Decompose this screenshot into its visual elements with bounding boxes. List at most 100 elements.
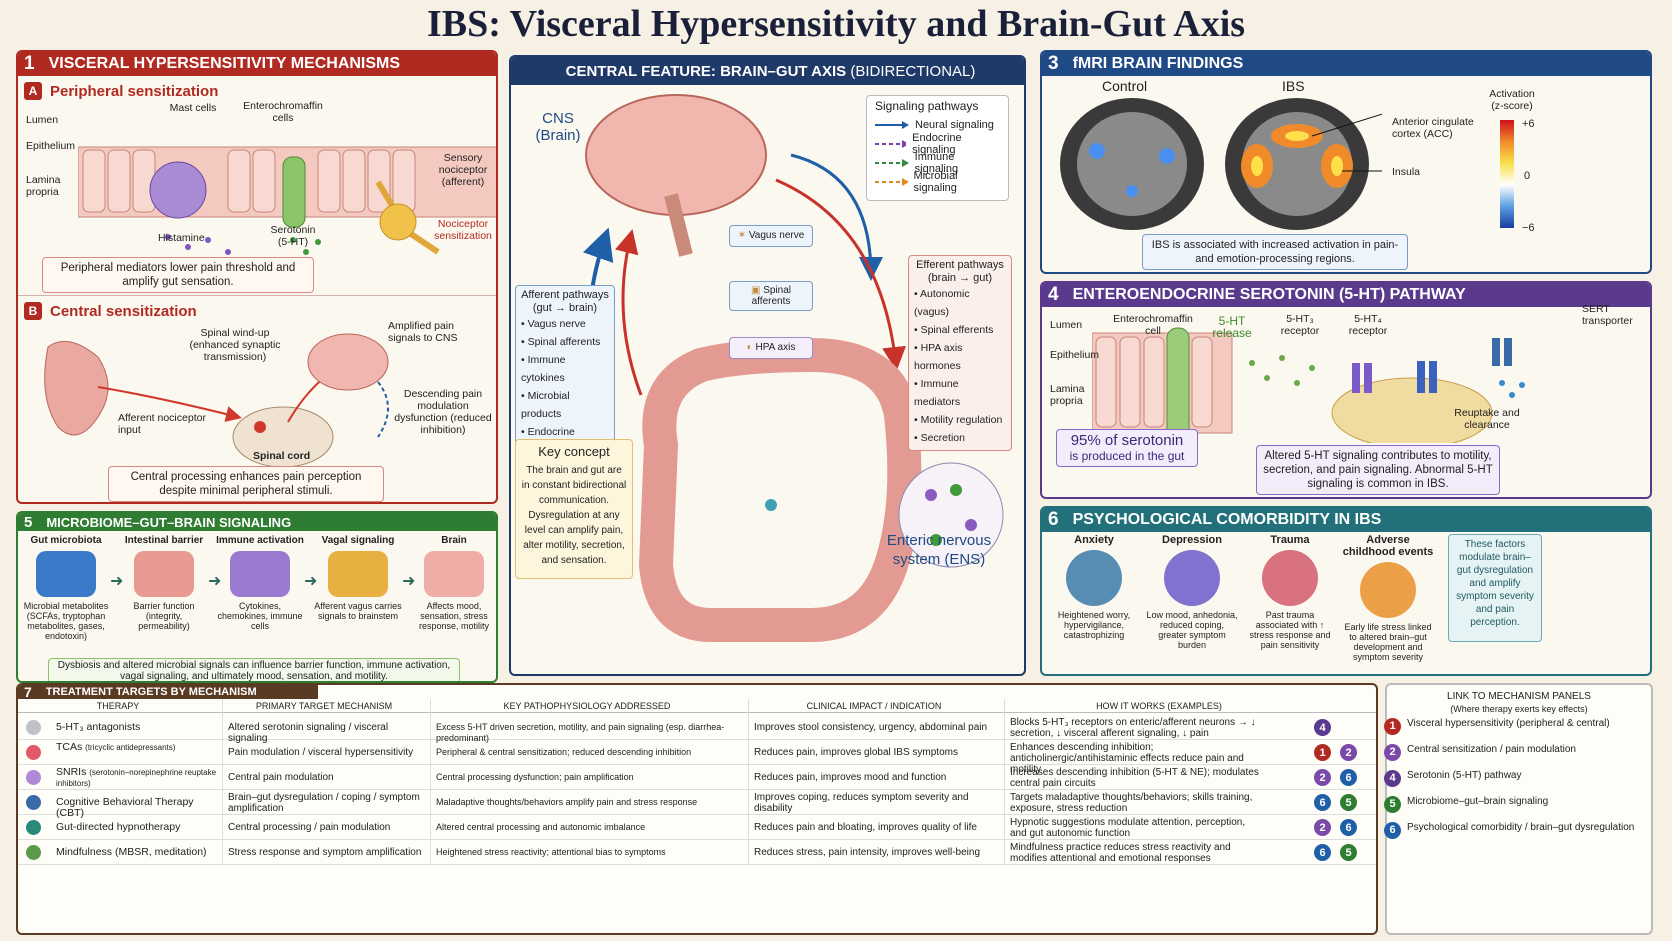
brain-icon — [307, 333, 389, 391]
table-row: Mindfulness (MBSR, meditation) Stress re… — [18, 840, 1376, 865]
activation-colorbar — [1500, 120, 1514, 228]
panel-link-badge[interactable]: 6 — [1314, 794, 1331, 811]
panel-number: 1 — [24, 53, 35, 74]
peripheral-epithelium-illustration — [78, 146, 496, 255]
legend-arrow-icon — [875, 139, 907, 148]
panel-link-badge[interactable]: 6 — [1314, 844, 1331, 861]
legend-arrow-icon — [875, 177, 908, 186]
mechanism-badge: 1 — [1384, 718, 1401, 735]
head-icon — [26, 795, 41, 810]
mast-cell-icon — [149, 161, 207, 219]
serotonin-illustration — [1092, 327, 1525, 443]
neuron-terminal-icon — [1331, 377, 1493, 443]
table-row: 5-HT₃ antagonists Altered serotonin sign… — [18, 715, 1376, 744]
spiral-icon — [26, 820, 41, 835]
mechanism-badge: 6 — [1384, 822, 1401, 839]
flow-arrow-icon: ➜ — [304, 573, 318, 590]
efferent-item: Secretion — [914, 429, 1006, 447]
table-row: Cognitive Behavioral Therapy (CBT) Brain… — [18, 790, 1376, 819]
panel-brain-gut-axis: CENTRAL FEATURE: BRAIN–GUT AXIS (BIDIREC… — [509, 55, 1026, 676]
panel-link-badge[interactable]: 2 — [1340, 744, 1357, 761]
center-title: CENTRAL FEATURE: BRAIN–GUT AXIS — [565, 62, 847, 80]
panel-link-badge[interactable]: 5 — [1340, 794, 1357, 811]
anxiety-head-icon — [1066, 550, 1122, 606]
page-title: IBS: Visceral Hypersensitivity and Brain… — [426, 3, 1246, 45]
trauma-person-icon — [1262, 550, 1318, 606]
capsule-icon — [26, 720, 41, 735]
serotonin-percentage-box: 95% of serotonin is produced in the gut — [1056, 429, 1198, 467]
panel-link-badge[interactable]: 5 — [1340, 844, 1357, 861]
ec-cell-icon — [1166, 327, 1190, 439]
psych-note: These factors modulate brain–gut dysregu… — [1448, 534, 1542, 642]
panel-link-badge[interactable]: 2 — [1314, 819, 1331, 836]
efferent-item: Motility regulation — [914, 411, 1006, 429]
vagus-nerve-box: ✶ Vagus nerve — [729, 225, 813, 247]
hpa-axis-box: ◐ HPA axis — [729, 337, 813, 359]
afferent-pathways-box: Afferent pathways (gut → brain) Vagus ne… — [515, 285, 615, 463]
panel-link-badge[interactable]: 4 — [1314, 719, 1331, 736]
spine-icon: ▣ — [750, 285, 764, 296]
pill-icon — [26, 770, 41, 785]
panel-link-mechanisms: LINK TO MECHANISM PANELS (Where therapy … — [1385, 683, 1653, 935]
panel-link-badge[interactable]: 2 — [1314, 769, 1331, 786]
mechanism-badge: 2 — [1384, 744, 1401, 761]
flow-arrow-icon: ➜ — [402, 573, 416, 590]
serotonin-caption: Altered 5-HT signaling contributes to mo… — [1256, 445, 1500, 495]
ens-icon — [898, 462, 1004, 568]
family-icon — [1360, 562, 1416, 618]
panel-link-badge[interactable]: 6 — [1340, 769, 1357, 786]
pill-icon — [26, 745, 41, 760]
legend-arrow-icon — [875, 120, 909, 129]
ens-label: Enteric nervous system (ENS) — [886, 532, 992, 568]
cns-label: CNS (Brain) — [535, 110, 581, 144]
efferent-item: Immune mediators — [914, 375, 1006, 411]
bacteria-icon — [36, 551, 96, 597]
fmri-scans — [1060, 98, 1382, 230]
efferent-pathways-box: Efferent pathways (brain → gut) Autonomi… — [908, 255, 1012, 451]
panel-link-badge[interactable]: 1 — [1314, 744, 1331, 761]
vagus-icon — [328, 551, 388, 597]
afferent-item: Microbial products — [521, 387, 609, 423]
adrenal-icon: ◐ — [746, 342, 756, 353]
peripheral-caption: Peripheral mediators lower pain threshol… — [42, 257, 314, 293]
vagus-icon: ✶ — [737, 230, 749, 241]
brain-icon — [424, 551, 484, 597]
brain-gut-illustration — [582, 94, 1004, 642]
panel-link-badge[interactable]: 6 — [1340, 819, 1357, 836]
table-row: SNRIs (serotonin–norepinephrine reuptake… — [18, 765, 1376, 790]
central-caption: Central processing enhances pain percept… — [108, 466, 384, 502]
mechanism-badge: 4 — [1384, 770, 1401, 787]
efferent-item: Spinal efferents — [914, 321, 1006, 339]
afferent-item: Spinal afferents — [521, 333, 609, 351]
legend-item: Microbial signaling — [875, 170, 1000, 194]
legend-item: Neural signaling — [875, 115, 1000, 134]
panel-title: VISCERAL HYPERSENSITIVITY MECHANISMS — [48, 55, 401, 72]
efferent-item: Autonomic (vagus) — [914, 285, 1006, 321]
legend-item: Immune signaling — [875, 151, 1000, 175]
mechanism-badge: 5 — [1384, 796, 1401, 813]
fmri-caption: IBS is associated with increased activat… — [1142, 234, 1408, 270]
barrier-icon — [134, 551, 194, 597]
colon-icon — [44, 340, 109, 436]
depression-head-icon — [1164, 550, 1220, 606]
